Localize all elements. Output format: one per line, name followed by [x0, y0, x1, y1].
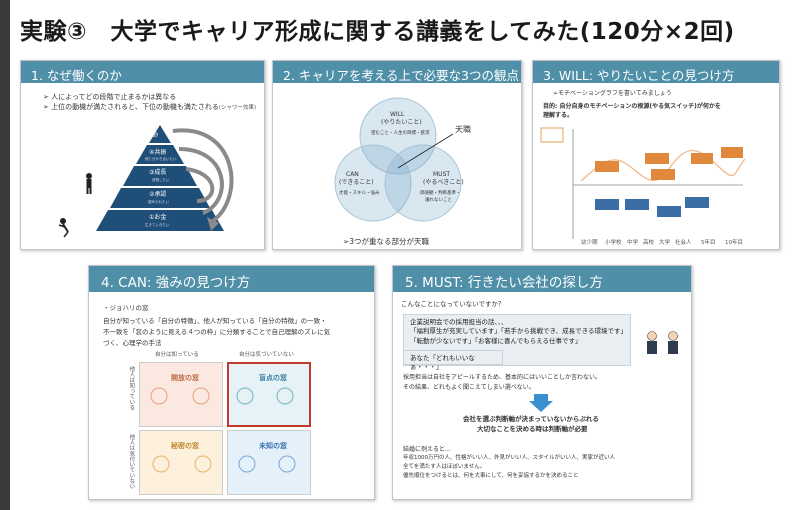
- slide-5-must: 5. MUST: 行きたい会社の探し方 こんなことになっていないですか？ 企業説…: [392, 265, 692, 500]
- slide-4-can: 4. CAN: 強みの見つけ方 ・ジョハリの窓 自分が知っている「自分の特徴」、…: [88, 265, 375, 500]
- motivation-graph: [540, 127, 746, 239]
- slide-4-line-2: 不一致を「窓のように見える４つの枠」に分類することで自己理解のズレに気: [103, 328, 331, 336]
- venn-must-desc-2: 譲れないこと: [425, 198, 452, 203]
- venn-will-title: WILL: [390, 111, 405, 118]
- person-standing-icon: [86, 173, 92, 194]
- slide-2-header: 2. キャリアを考える上で必要な3つの観点: [273, 61, 521, 83]
- venn-must-title: MUST: [433, 171, 451, 178]
- slide-3-bullet: ➢モチベーショングラフを書いてみましょう: [553, 90, 672, 97]
- pyramid-tier-5: ⑤使命: [141, 132, 159, 139]
- slide-2-three-perspectives: 2. キャリアを考える上で必要な3つの観点 WILL (やりたいこと) 望むこと…: [272, 60, 522, 250]
- slide-1-bullet-2: ➢ 上位の動機が満たされると、下位の動機も満たされる(シャワー効果): [43, 103, 257, 111]
- slide-4-bullet: ・ジョハリの窓: [103, 304, 149, 312]
- johari-col-known: 自分は知っている: [155, 352, 199, 358]
- slide-5-para-2: その結果、どれもよく聞こえてしまい選べない。: [403, 384, 535, 391]
- person-falling-icon: [58, 218, 69, 238]
- pyramid-tier-1: ①お金: [149, 214, 167, 221]
- venn-will-sub: (やりたいこと): [381, 119, 422, 126]
- venn-can-title: CAN: [346, 171, 359, 178]
- johari-row-unknown: 他人は気付いていない: [128, 434, 135, 489]
- graph-axis-label-2: 小学校: [605, 240, 622, 246]
- slide-3-will: 3. WILL: やりたいことの見つけ方 ➢モチベーショングラフを書いてみましょ…: [532, 60, 780, 250]
- slide-5-conclusion-1: 会社を選ぶ判断軸が決まっていないからぶれる: [463, 415, 599, 423]
- johari-col-unknown: 自分は気づいていない: [239, 352, 294, 358]
- graph-axis-label-6: 社会人: [675, 240, 692, 246]
- slide-3-header: 3. WILL: やりたいことの見つけ方: [533, 61, 779, 83]
- pyramid-tier-2: ②承認: [149, 191, 167, 198]
- graph-axis-label-8: 10年目: [725, 240, 743, 246]
- slide-5-answer-box: あなた「どれもいいなぁ・・・」: [403, 350, 503, 371]
- slide-1-bullet-1: ➢ 人によってどの段階で止まるかは異なる: [43, 93, 177, 101]
- slide-5-example-3: 全てを満たす人はほぼいません。: [403, 464, 486, 470]
- slide-1-why-work: 1. なぜ働くのか ➢ 人によってどの段階で止まるかは異なる ➢ 上位の動機が満…: [20, 60, 265, 250]
- graph-axis-label-3: 中学: [627, 240, 639, 246]
- graph-axis-label-4: 高校: [643, 240, 655, 246]
- slide-5-example-2: 年収1000万円の人、性格がいい人、外見がいい人、スタイルがいい人、実家が近い人: [403, 455, 615, 461]
- johari-label-open: 開放の窓: [171, 374, 199, 382]
- left-window-edge: [0, 0, 10, 510]
- slide-5-question: こんなことになっていないですか？: [401, 300, 505, 308]
- pyramid-tier-4-sub: 他と分かち合いたい: [145, 157, 177, 161]
- slide-4-line-3: づく、心理学の手法: [103, 339, 162, 347]
- slide-1-header: 1. なぜ働くのか: [21, 61, 264, 83]
- page-title: 実験③ 大学でキャリア形成に関する講義をしてみた(120分×2回): [20, 19, 735, 45]
- johari-row-known: 他人は知っている: [128, 366, 135, 410]
- maslow-pyramid: [58, 125, 234, 238]
- graph-axis-label-1: 幼少期: [581, 240, 598, 246]
- slide-5-example-4: 優先順位をつけるとは、何を大事にして、何を妥協するかを決めること: [403, 473, 579, 479]
- johari-characters: [150, 387, 296, 473]
- quote-line-4: あなた「どれもいいなぁ・・・」: [410, 354, 475, 372]
- pyramid-tier-2-sub: 認められたい: [148, 200, 169, 204]
- slide-5-conclusion-2: 大切なことを決める時は判断軸が必要: [477, 425, 588, 433]
- johari-window-unknown: [227, 430, 311, 495]
- pyramid-tier-4: ④共振: [149, 149, 167, 156]
- johari-label-blind: 盲点の窓: [259, 374, 287, 382]
- venn-must-sub: (やるべきこと): [423, 179, 464, 186]
- slide-3-goal-line-1: 目的: 自分自身のモチベーションの根源(やる気スイッチ)が何かを: [543, 103, 721, 110]
- slide-5-example-1: 結婚に例えると…: [403, 446, 451, 453]
- venn-will-desc: 望むこと・人生の目標・欲求: [371, 131, 430, 136]
- slide-3-goal-line-2: 理解する。: [543, 112, 574, 119]
- johari-label-hidden: 秘密の窓: [171, 442, 199, 450]
- pyramid-tier-1-sub: 生きていきたい: [145, 223, 170, 227]
- venn-diagram: [334, 97, 462, 222]
- pyramid-tier-3-sub: 成長したい: [152, 178, 170, 182]
- venn-must-desc-1: 価値観・判断基準・: [420, 191, 461, 196]
- slide-5-header: 5. MUST: 行きたい会社の探し方: [393, 266, 691, 292]
- graph-axis-label-7: 5年目: [701, 240, 716, 246]
- quote-line-2: 「福利厚生が充実しています」「若手から挑戦でき、成長できる環境です」: [410, 327, 627, 336]
- quote-line-3: 「転勤が少ないです」「お客様に喜んでもらえる仕事です」: [410, 336, 582, 345]
- slide-4-header: 4. CAN: 強みの見つけ方: [89, 266, 374, 292]
- venn-tenshoku-label: 天職: [455, 125, 471, 134]
- venn-can-sub: (できること): [339, 179, 374, 186]
- johari-window-blind: [227, 362, 311, 427]
- venn-can-desc: 才能・スキル・強み: [339, 191, 380, 196]
- johari-label-unknown: 未知の窓: [259, 442, 287, 450]
- graph-axis-label-5: 大学: [659, 240, 671, 246]
- slide-4-line-1: 自分が知っている「自分の特徴」、他人が知っている「自分の特徴」の一致・: [103, 317, 327, 325]
- down-arrow-icon: [529, 394, 553, 412]
- quote-line-1: 企業説明会での採用担当の話、、、: [410, 318, 508, 326]
- pyramid-tier-3: ③成長: [149, 169, 167, 176]
- slide-5-para-1: 採用担当は自社をアピールするため、基本的にはいいことしか言わない。: [403, 374, 602, 381]
- slide-2-footer: ➢3つが重なる部分が天職: [343, 237, 430, 246]
- job-hunters-illustration: [643, 328, 683, 360]
